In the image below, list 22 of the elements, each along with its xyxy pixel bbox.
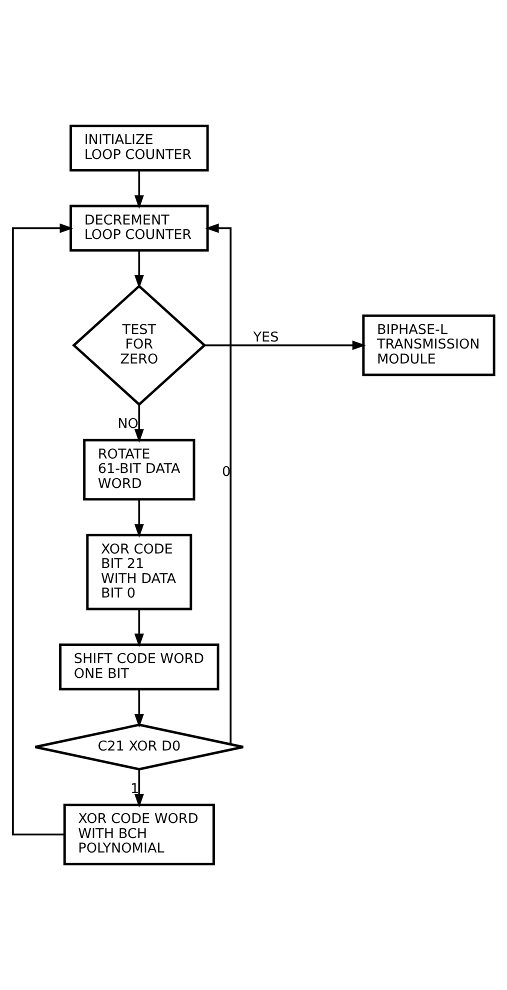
- arrow: [134, 689, 144, 728]
- node-box: ROTATE 61-BIT DATA WORD: [83, 438, 196, 501]
- arrow: [204, 340, 366, 350]
- edge-label: 1: [130, 781, 140, 798]
- arrow: [134, 610, 144, 648]
- edge-label: YES: [253, 329, 279, 346]
- arrow: [134, 170, 144, 209]
- node-box: INITIALIZE LOOP COUNTER: [70, 124, 209, 172]
- node-box: DECREMENT LOOP COUNTER: [70, 204, 209, 252]
- edge-label: NO: [118, 416, 138, 432]
- node-box: BIPHASE-L TRANSMISSION MODULE: [362, 314, 496, 376]
- node-box: SHIFT CODE WORD ONE BIT: [59, 644, 220, 690]
- arrow: [134, 404, 144, 443]
- arrow: [134, 250, 144, 289]
- node-box: XOR CODE BIT 21 WITH DATA BIT 0: [86, 534, 192, 610]
- node-diamond: TEST FOR ZERO: [72, 284, 206, 406]
- arrow: [134, 770, 144, 808]
- node-box: XOR CODE WORD WITH BCH POLYNOMIAL: [63, 804, 215, 866]
- arrow: [12, 223, 74, 836]
- arrow: [205, 223, 232, 744]
- arrow: [134, 499, 144, 538]
- node-diamond: C21 XOR D0: [34, 724, 244, 770]
